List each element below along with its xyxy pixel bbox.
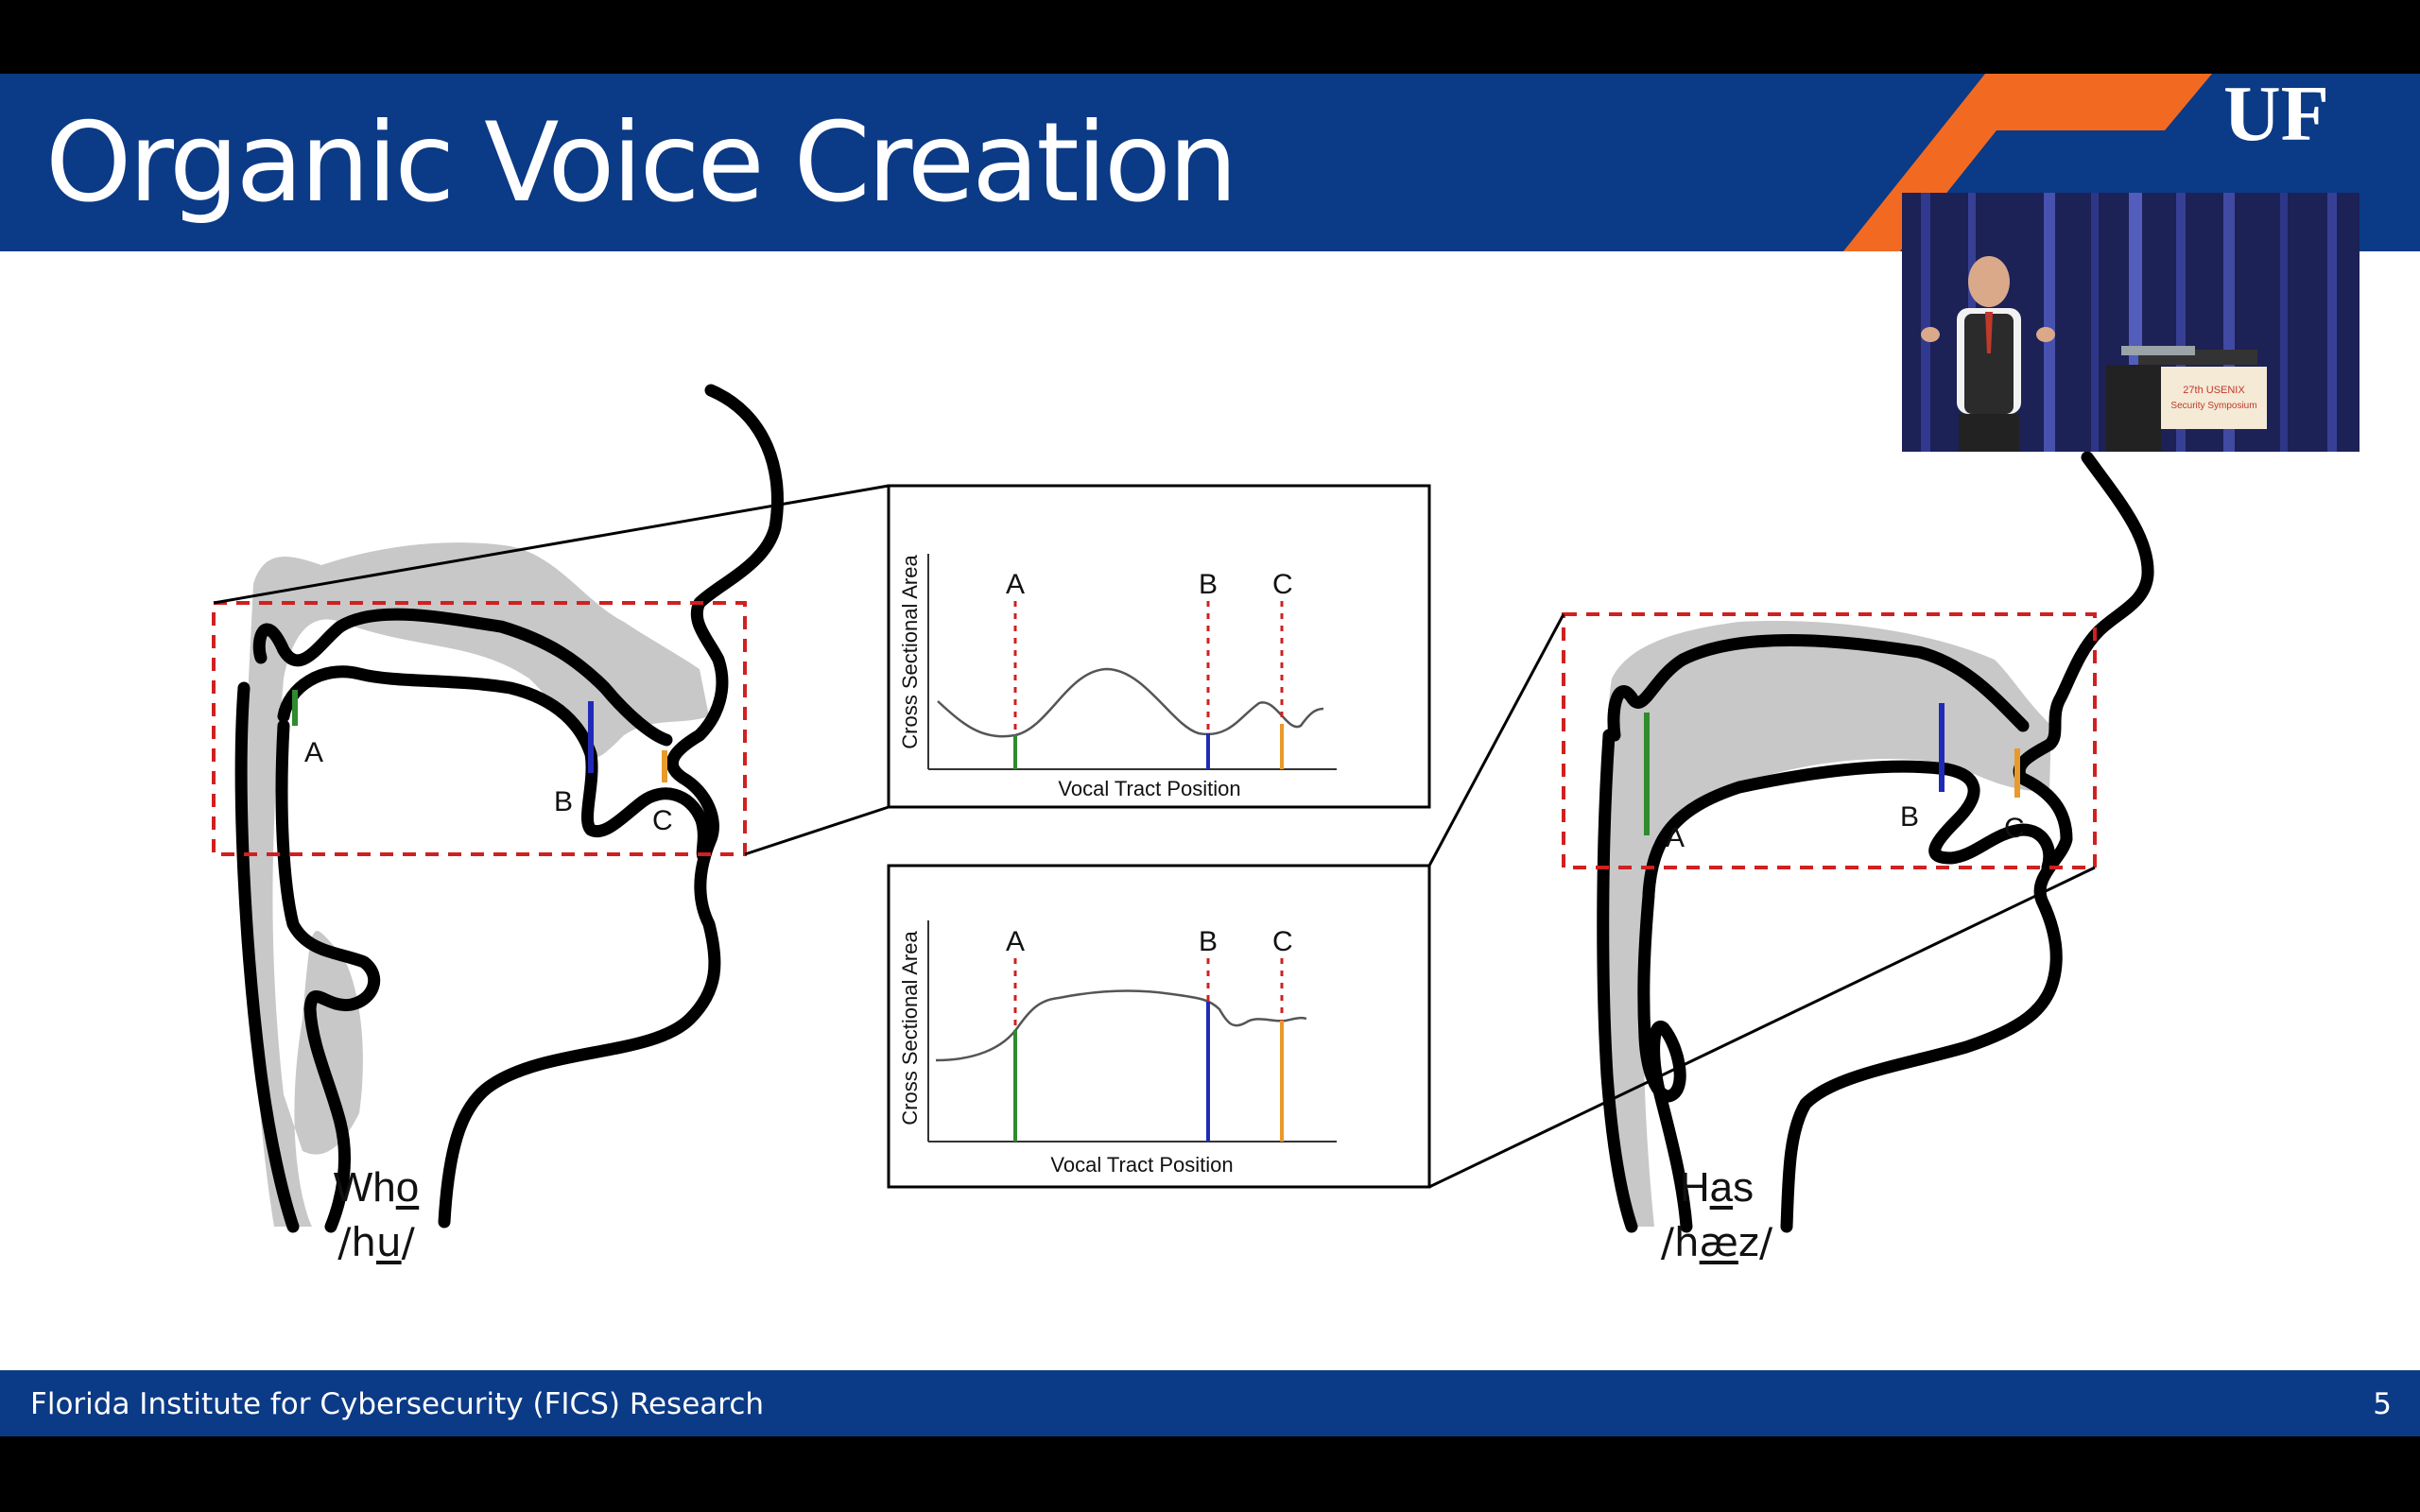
left-zoom-box <box>212 601 747 856</box>
right-pharynx-front <box>1637 889 1693 1233</box>
graph-top-frame <box>887 484 1431 809</box>
left-word: Who <box>234 1164 518 1211</box>
podium-side <box>2106 365 2161 452</box>
vocal-tract-diagram: .outline { fill:none; stroke:#000; strok… <box>212 384 2154 1233</box>
graph-top-marker-a: A <box>1006 569 1025 600</box>
left-zoom-line-top <box>213 484 890 605</box>
right-label-a: A <box>1666 822 1685 853</box>
left-ipa-pre: /h <box>337 1219 376 1265</box>
speaker-hand-right <box>2036 327 2055 342</box>
left-ipa-post: / <box>401 1219 415 1265</box>
right-word: Has <box>1575 1164 1858 1211</box>
left-label-a: A <box>304 737 323 768</box>
footer-text: Florida Institute for Cybersecurity (FIC… <box>30 1387 765 1421</box>
right-zoom-box <box>1562 612 2097 869</box>
right-label-b: B <box>1900 801 1919 833</box>
accent-orange-top <box>1966 74 2212 130</box>
left-word-marked: o <box>395 1164 420 1211</box>
graph-bottom-frame <box>887 864 1431 1189</box>
right-label-c: C <box>2004 813 2025 844</box>
slide: UF Organic Voice Creation .outline { fil… <box>0 74 2420 1436</box>
graph-top-xlabel: Vocal Tract Position <box>1058 777 1240 800</box>
graph-bottom-marker-b: B <box>1199 926 1218 957</box>
graph-top-marker-c: C <box>1272 569 1293 600</box>
graph-top-curve <box>937 667 1324 738</box>
slide-footer: Florida Institute for Cybersecurity (FIC… <box>0 1370 2420 1436</box>
right-ipa-marked: æ <box>1699 1219 1738 1265</box>
laptop <box>2121 346 2195 355</box>
right-ipa-post: z/ <box>1737 1219 1773 1265</box>
right-word-marked: a <box>1709 1164 1734 1211</box>
left-ipa: /hu/ <box>234 1219 518 1265</box>
speaker-hand-left <box>1921 327 1940 342</box>
speaker-legs <box>1959 414 2019 452</box>
right-head-profile <box>1780 451 2154 1233</box>
graph-bottom-ylabel: Cross Sectional Area <box>898 931 922 1125</box>
graph-top-marker-b: B <box>1199 569 1218 600</box>
uf-logo-text: UF <box>2223 74 2329 158</box>
left-head-profile <box>438 384 784 1228</box>
right-tongue-outline <box>1642 760 2056 901</box>
left-label-c: C <box>652 805 673 836</box>
podium-banner-line2: Security Symposium <box>2170 401 2256 411</box>
podium-banner-line1: 27th USENIX <box>2183 385 2245 396</box>
right-pharynx-back <box>1597 729 1638 1233</box>
speaker-vest <box>1964 314 2014 414</box>
graph-bottom-xlabel: Vocal Tract Position <box>1050 1153 1233 1177</box>
left-zoom-line-bottom <box>744 805 890 856</box>
graph-bottom-curve <box>935 989 1307 1062</box>
speaker-webcam: 27th USENIX Security Symposium <box>1902 193 2360 452</box>
right-palate-outline <box>1607 634 2030 742</box>
left-ipa-marked: u <box>376 1219 402 1265</box>
slide-number: 5 <box>2373 1387 2392 1421</box>
left-label-b: B <box>554 786 573 817</box>
left-vocal-tract: A B C <box>212 384 890 1233</box>
right-ipa-pre: /h <box>1660 1219 1700 1265</box>
speaker <box>1921 256 2055 452</box>
podium: 27th USENIX Security Symposium <box>2106 346 2267 452</box>
left-word-pre: Wh <box>333 1164 396 1211</box>
graph-bottom-marker-a: A <box>1006 926 1025 957</box>
speaker-tie <box>1985 312 1993 353</box>
right-vocal-tract: A B C <box>1427 451 2154 1233</box>
left-palate-outline <box>252 608 673 747</box>
right-tract-shading <box>1605 621 2051 1227</box>
right-zoom-line-bottom <box>1428 866 2096 1189</box>
graph-bottom: A B C Vocal Tract Position Cross Section… <box>887 864 1431 1189</box>
left-pharynx-front <box>275 719 381 1233</box>
right-zoom-line-top <box>1427 613 1565 867</box>
graph-bottom-marker-c: C <box>1272 926 1293 957</box>
podium-banner <box>2161 367 2267 429</box>
graph-top-ylabel: Cross Sectional Area <box>898 555 922 749</box>
left-pharynx-back <box>234 681 300 1233</box>
webcam-scene: 27th USENIX Security Symposium <box>1902 193 2360 452</box>
right-ipa: /hæz/ <box>1575 1219 1858 1265</box>
right-word-pre: H <box>1679 1164 1710 1211</box>
graph-top: A B C Vocal Tract Position Cross Section… <box>887 484 1431 809</box>
slide-title: Organic Voice Creation <box>45 99 1237 227</box>
speaker-head <box>1968 256 2010 307</box>
right-word-post: s <box>1733 1164 1754 1211</box>
